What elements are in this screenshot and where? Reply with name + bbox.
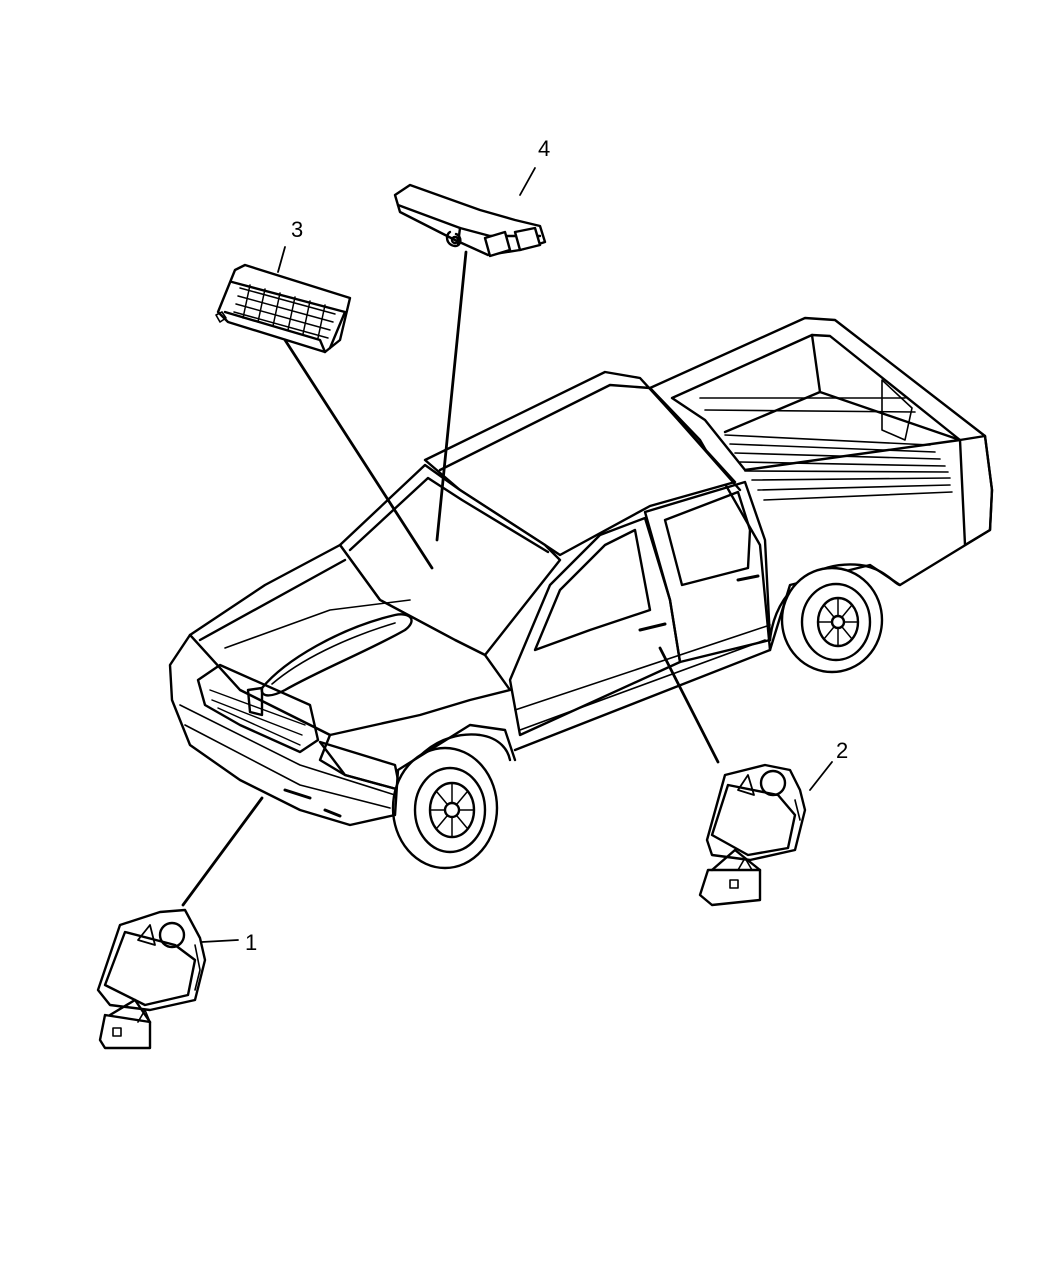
callout-number-4: 4 [538, 136, 550, 161]
bed-floor-ribs [724, 434, 953, 501]
callout-tick-2 [809, 761, 833, 791]
pickup-truck-illustration [168, 316, 994, 870]
rear-wheel [780, 566, 884, 674]
callout-tick-1 [201, 939, 239, 943]
rear-window [663, 490, 752, 587]
rear-wheel-well [768, 563, 902, 642]
leader-line-3 [283, 338, 434, 570]
tailgate [958, 434, 994, 547]
callout-tick-4 [519, 167, 536, 196]
callout-tick-3 [277, 246, 286, 273]
part-3-controller-module [215, 263, 352, 354]
part-2-impact-sensor [698, 763, 807, 907]
callout-ticks [201, 167, 833, 943]
controller-vent-grid [233, 284, 336, 339]
front-door [508, 516, 682, 737]
leader-lines [181, 250, 720, 907]
leader-line-2 [658, 646, 720, 764]
callout-number-2: 2 [836, 738, 848, 763]
leader-line-4 [435, 250, 468, 542]
part-1-impact-sensor [96, 908, 207, 1050]
front-wheel [391, 746, 499, 870]
callout-number-3: 3 [291, 217, 303, 242]
grille [196, 663, 320, 754]
front-side-window [533, 528, 652, 652]
part-4-airbag-module [393, 183, 547, 258]
callout-number-1: 1 [245, 930, 257, 955]
leader-line-1 [181, 796, 264, 907]
grille-emblem [246, 686, 264, 717]
